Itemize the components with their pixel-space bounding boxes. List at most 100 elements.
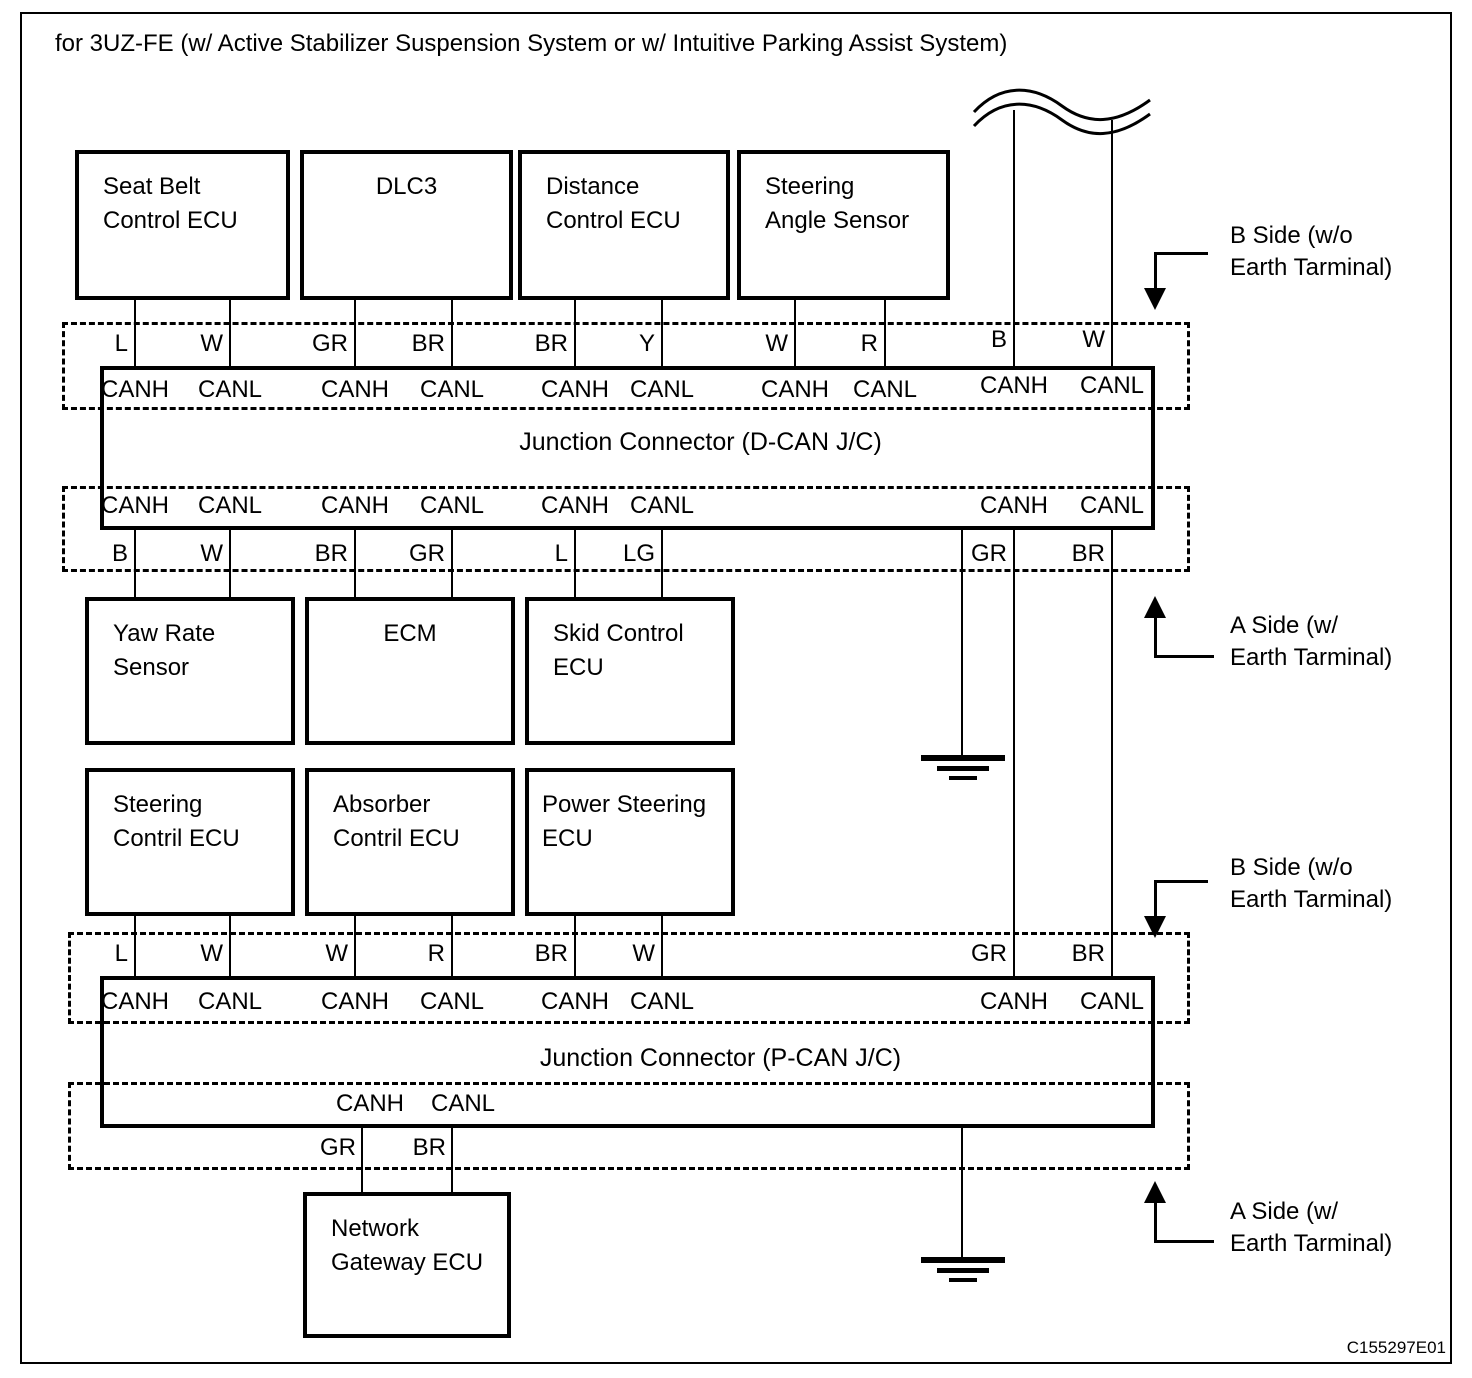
pin-label-canh: CANH bbox=[100, 988, 169, 1015]
pin-label-canh: CANH bbox=[540, 492, 609, 519]
wire-color-label: GR bbox=[312, 330, 348, 357]
wire-color-label: W bbox=[200, 940, 223, 967]
b-side-pointer-line bbox=[1156, 252, 1208, 255]
arrow-up-icon bbox=[1144, 1181, 1166, 1203]
ecu-label-network-gateway: Network Gateway ECU bbox=[331, 1215, 484, 1276]
arrow-down-icon bbox=[1144, 916, 1166, 938]
pin-label-canl: CANL bbox=[197, 492, 263, 519]
wire-color-label: GR bbox=[409, 540, 445, 567]
wire-color-label: R bbox=[427, 940, 445, 967]
pin-label-canl: CANL bbox=[197, 988, 263, 1015]
arrow-up-icon bbox=[1144, 596, 1166, 618]
diagram-title: for 3UZ-FE (w/ Active Stabilizer Suspens… bbox=[55, 30, 1008, 57]
wire-distance-canl bbox=[661, 300, 663, 368]
pin-label-canl: CANL bbox=[852, 376, 918, 403]
wire-color-label: L bbox=[114, 940, 128, 967]
ecu-label-dlc3: DLC3 bbox=[375, 173, 438, 200]
a-side-pointer-line bbox=[1154, 616, 1157, 658]
wire-color-label: L bbox=[114, 330, 128, 357]
ecu-box-ecm: ECM bbox=[305, 597, 515, 745]
a-side-dashed-region-bottom bbox=[68, 1082, 1190, 1170]
wire-dlc3-canl bbox=[451, 300, 453, 368]
wire-color-label: R bbox=[860, 330, 878, 357]
pin-label-canl: CANL bbox=[419, 988, 485, 1015]
wire-color-label: BR bbox=[534, 940, 568, 967]
ecu-label-steering-control: Steering Contril ECU bbox=[113, 791, 240, 852]
wire-color-label: W bbox=[325, 940, 348, 967]
wire-yaw-rate-canl bbox=[229, 530, 231, 597]
pin-label-canh: CANH bbox=[979, 492, 1048, 519]
pin-label-canh: CANH bbox=[979, 372, 1048, 399]
wire-skid-canh bbox=[574, 530, 576, 597]
junction-connector-dcan-box: Junction Connector (D-CAN J/C) bbox=[100, 366, 1155, 530]
ground-symbol-dcan bbox=[921, 755, 1005, 781]
a-side-pointer-line bbox=[1154, 1201, 1157, 1243]
wire-color-label: BR bbox=[1071, 940, 1105, 967]
ecu-label-absorber-control: Absorber Contril ECU bbox=[333, 791, 460, 852]
arrow-down-icon bbox=[1144, 288, 1166, 310]
pin-label-canh: CANH bbox=[320, 376, 389, 403]
ground-bar bbox=[949, 1278, 977, 1282]
junction-connector-pcan-box: Junction Connector (P-CAN J/C) bbox=[100, 976, 1155, 1128]
wire-color-label: W bbox=[632, 940, 655, 967]
a-side-pointer-line bbox=[1156, 1240, 1214, 1243]
junction-connector-dcan-label: Junction Connector (D-CAN J/C) bbox=[519, 428, 882, 456]
pin-label-canl: CANL bbox=[419, 376, 485, 403]
wire-dcan-ground bbox=[961, 530, 963, 756]
a-side-dashed-region-top bbox=[62, 486, 1190, 572]
ecu-box-dlc3: DLC3 bbox=[300, 150, 513, 300]
pin-label-canh: CANH bbox=[979, 988, 1048, 1015]
b-side-pointer-line bbox=[1156, 880, 1208, 883]
wire-w-from-break bbox=[1111, 120, 1113, 368]
ground-symbol-pcan bbox=[921, 1257, 1005, 1283]
ecu-box-absorber-control: Absorber Contril ECU bbox=[305, 768, 515, 916]
wire-network-gateway-canl bbox=[451, 1126, 453, 1192]
b-side-dashed-region-bottom bbox=[68, 932, 1190, 1024]
wire-color-label: LG bbox=[622, 540, 655, 567]
pin-label-canl: CANL bbox=[419, 492, 485, 519]
pin-label-canl: CANL bbox=[629, 376, 695, 403]
wire-dlc3-canh bbox=[354, 300, 356, 368]
ground-bar bbox=[949, 776, 977, 780]
ecu-box-seat-belt-control: Seat Belt Control ECU bbox=[75, 150, 290, 300]
ecu-label-distance-control: Distance Control ECU bbox=[546, 173, 681, 234]
b-side-pointer-line bbox=[1154, 880, 1157, 918]
wire-br-dcan-to-pcan bbox=[1111, 530, 1113, 977]
wire-color-label: BR bbox=[1071, 540, 1105, 567]
junction-connector-pcan-label: Junction Connector (P-CAN J/C) bbox=[539, 1044, 902, 1072]
figure-code: C155297E01 bbox=[1346, 1338, 1446, 1357]
wire-color-label: GR bbox=[971, 540, 1007, 567]
wire-color-label: W bbox=[200, 330, 223, 357]
ecu-label-steering-angle-sensor: Steering Angle Sensor bbox=[765, 173, 910, 234]
ecu-box-steering-control: Steering Contril ECU bbox=[85, 768, 295, 916]
b-side-pointer-line bbox=[1154, 252, 1157, 290]
ecu-box-network-gateway: Network Gateway ECU bbox=[303, 1192, 511, 1338]
ecu-box-distance-control: Distance Control ECU bbox=[518, 150, 730, 300]
wire-b-from-break bbox=[1013, 110, 1015, 368]
b-side-note-bottom: B Side (w/o Earth Tarminal) bbox=[1230, 854, 1393, 913]
wire-color-label: B bbox=[111, 540, 128, 567]
wire-yaw-rate-canh bbox=[134, 530, 136, 597]
a-side-note-top: A Side (w/ Earth Tarminal) bbox=[1230, 612, 1393, 671]
a-side-note-bottom: A Side (w/ Earth Tarminal) bbox=[1230, 1198, 1393, 1257]
wire-color-label: W bbox=[200, 540, 223, 567]
pin-label-canl: CANL bbox=[1079, 372, 1145, 399]
wire-ecm-canl bbox=[451, 530, 453, 597]
wire-color-label: L bbox=[554, 540, 568, 567]
wire-color-label: W bbox=[1082, 326, 1105, 353]
wire-absorber-canh bbox=[354, 915, 356, 977]
wire-power-steering-canh bbox=[574, 915, 576, 977]
wire-color-label: W bbox=[765, 330, 788, 357]
wire-color-label: GR bbox=[320, 1134, 356, 1161]
pin-label-canh: CANH bbox=[540, 988, 609, 1015]
pin-label-canh: CANH bbox=[760, 376, 829, 403]
wire-seat-belt-canh bbox=[134, 300, 136, 368]
wire-color-label: BR bbox=[534, 330, 568, 357]
pin-label-canh: CANH bbox=[540, 376, 609, 403]
pin-label-canh: CANH bbox=[335, 1090, 404, 1117]
diagram-border bbox=[20, 12, 1452, 1364]
ecu-label-ecm: ECM bbox=[383, 620, 437, 647]
wire-color-label: GR bbox=[971, 940, 1007, 967]
ecu-label-yaw-rate-sensor: Yaw Rate Sensor bbox=[113, 620, 216, 681]
